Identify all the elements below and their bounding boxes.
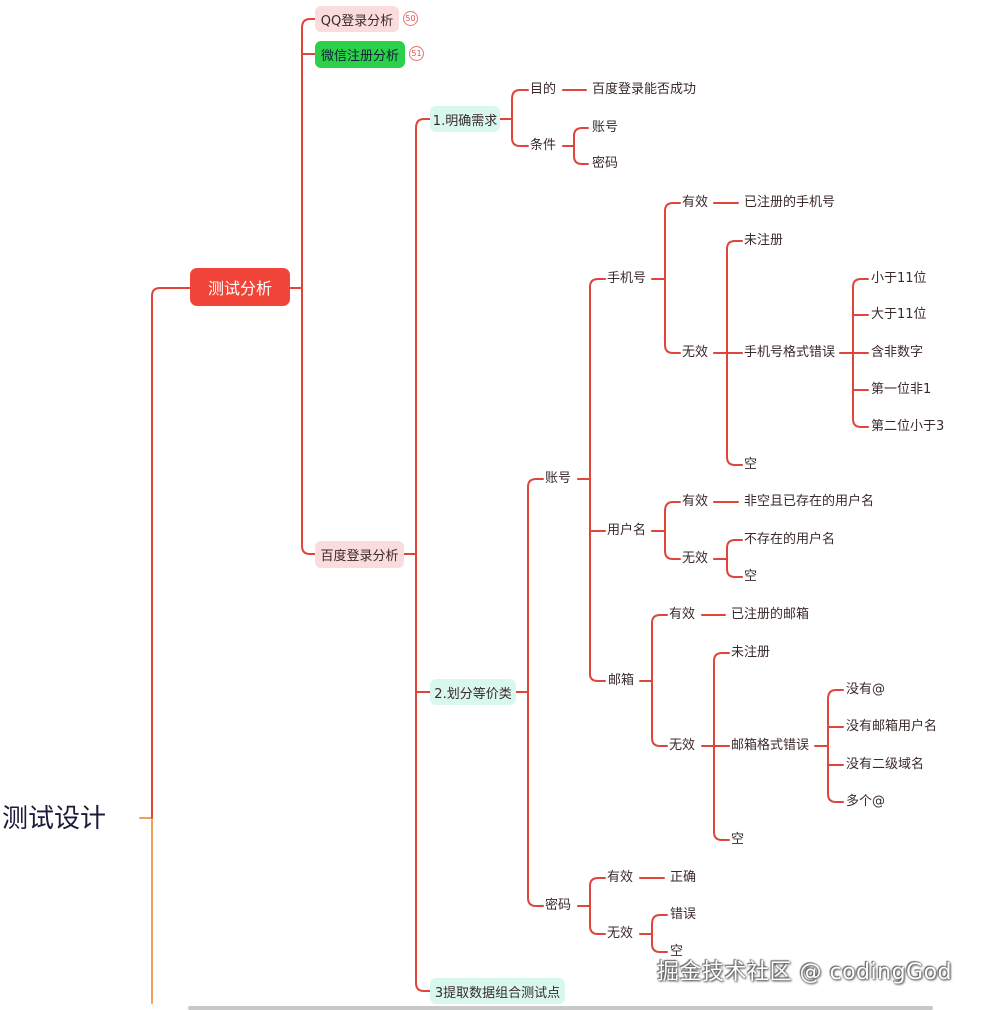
condition-password[interactable]: 密码 bbox=[592, 156, 619, 171]
password-valid-value[interactable]: 正确 bbox=[670, 870, 697, 885]
password-wrong[interactable]: 错误 bbox=[670, 907, 697, 922]
phone-invalid[interactable]: 无效 bbox=[682, 345, 709, 360]
condition-account[interactable]: 账号 bbox=[592, 120, 619, 135]
phone-format-f5[interactable]: 第二位小于3 bbox=[871, 419, 945, 434]
phone-format-f2[interactable]: 大于11位 bbox=[871, 307, 927, 322]
email-format-f2[interactable]: 没有邮箱用户名 bbox=[846, 719, 938, 734]
phone-valid[interactable]: 有效 bbox=[682, 195, 709, 210]
phone-format-error[interactable]: 手机号格式错误 bbox=[744, 345, 836, 360]
step3-test-points-node[interactable]: 3提取数据组合测试点 bbox=[430, 978, 565, 1004]
baidu-login-analysis-node[interactable]: 百度登录分析 bbox=[315, 541, 404, 568]
phone-node[interactable]: 手机号 bbox=[607, 271, 647, 286]
phone-unregistered[interactable]: 未注册 bbox=[744, 233, 784, 248]
username-valid-value[interactable]: 非空且已存在的用户名 bbox=[744, 494, 875, 509]
email-valid-value[interactable]: 已注册的邮箱 bbox=[731, 607, 810, 622]
password-valid[interactable]: 有效 bbox=[607, 870, 634, 885]
username-nonexistent[interactable]: 不存在的用户名 bbox=[744, 532, 836, 547]
email-empty[interactable]: 空 bbox=[731, 832, 745, 847]
phone-format-f3[interactable]: 含非数字 bbox=[871, 345, 924, 360]
phone-format-f4[interactable]: 第一位非1 bbox=[871, 382, 932, 397]
username-valid[interactable]: 有效 bbox=[682, 494, 709, 509]
qq-login-analysis-node[interactable]: QQ登录分析 bbox=[315, 6, 399, 32]
main-topic-node[interactable]: 测试分析 bbox=[190, 268, 290, 306]
wechat-register-analysis-node[interactable]: 微信注册分析 bbox=[315, 41, 405, 68]
qq-count-badge[interactable]: 50 bbox=[403, 11, 418, 26]
goal-label[interactable]: 目的 bbox=[530, 82, 557, 97]
password-invalid[interactable]: 无效 bbox=[607, 926, 634, 941]
root-topic[interactable]: 测试设计 bbox=[2, 804, 107, 834]
email-format-error[interactable]: 邮箱格式错误 bbox=[731, 738, 810, 753]
email-format-f3[interactable]: 没有二级域名 bbox=[846, 757, 925, 772]
email-valid[interactable]: 有效 bbox=[669, 607, 696, 622]
step2-equivalence-node[interactable]: 2.划分等价类 bbox=[430, 679, 516, 705]
username-invalid[interactable]: 无效 bbox=[682, 551, 709, 566]
account-node[interactable]: 账号 bbox=[545, 471, 572, 486]
step1-requirements-node[interactable]: 1.明确需求 bbox=[430, 106, 500, 132]
wechat-count-badge[interactable]: 51 bbox=[409, 46, 424, 61]
phone-empty[interactable]: 空 bbox=[744, 457, 758, 472]
password-node[interactable]: 密码 bbox=[545, 898, 572, 913]
condition-label[interactable]: 条件 bbox=[530, 138, 557, 153]
email-format-f4[interactable]: 多个@ bbox=[846, 794, 886, 809]
horizontal-scrollbar[interactable] bbox=[188, 1006, 933, 1010]
watermark: 掘金技术社区 @ codingGod bbox=[657, 960, 953, 985]
email-node[interactable]: 邮箱 bbox=[608, 673, 635, 688]
username-node[interactable]: 用户名 bbox=[607, 523, 647, 538]
password-empty[interactable]: 空 bbox=[670, 944, 684, 959]
goal-value[interactable]: 百度登录能否成功 bbox=[592, 82, 697, 97]
email-unregistered[interactable]: 未注册 bbox=[731, 645, 771, 660]
email-invalid[interactable]: 无效 bbox=[669, 738, 696, 753]
phone-valid-value[interactable]: 已注册的手机号 bbox=[744, 195, 836, 210]
email-format-f1[interactable]: 没有@ bbox=[846, 682, 886, 697]
phone-format-f1[interactable]: 小于11位 bbox=[871, 271, 927, 286]
username-empty[interactable]: 空 bbox=[744, 569, 758, 584]
